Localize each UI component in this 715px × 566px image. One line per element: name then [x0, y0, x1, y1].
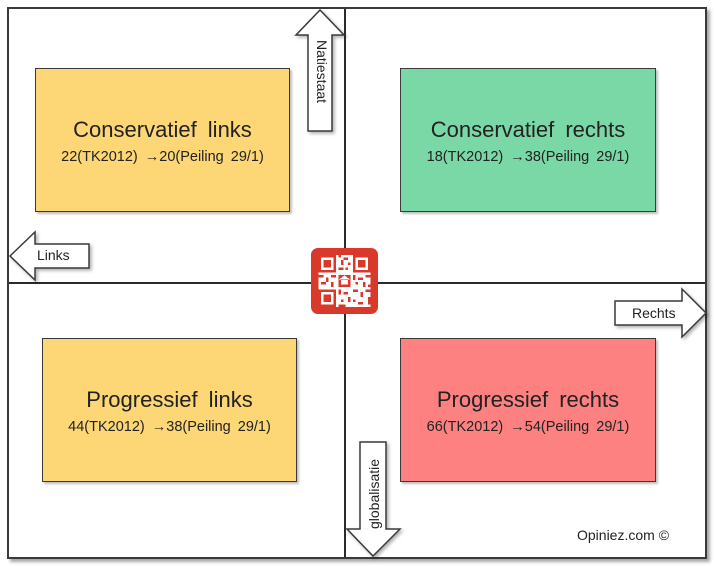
quadrant-title: Progressief rechts: [436, 387, 620, 412]
quadrant-progressive-right: Progressief rechts 66(TK2012) →54(Peilin…: [400, 338, 656, 482]
quadrant-stats: 44(TK2012) →38(Peiling 29/1): [68, 419, 271, 435]
arrow-left-label: Links: [37, 247, 70, 263]
arrow-down-label: globalisatie: [366, 458, 382, 529]
qr-code-icon: [311, 248, 378, 314]
quadrant-title: Progressief links: [86, 387, 253, 412]
quadrant-conservative-left: Conservatief links 22(TK2012) →20(Peilin…: [35, 68, 290, 212]
arrow-up-icon: [294, 8, 346, 132]
arrow-right-label: Rechts: [632, 305, 676, 321]
quadrant-conservative-right: Conservatief rechts 18(TK2012) →38(Peili…: [400, 68, 656, 212]
credit-text: Opiniez.com ©: [577, 527, 670, 543]
quadrant-title: Conservatief rechts: [430, 117, 626, 142]
arrow-down-icon: [345, 441, 402, 558]
arrow-right-icon: [614, 287, 708, 339]
quadrant-stats: 18(TK2012) →38(Peiling 29/1): [426, 149, 630, 165]
quadrant-stats: 22(TK2012) →20(Peiling 29/1): [61, 149, 264, 165]
quadrant-stats: 66(TK2012) →54(Peiling 29/1): [426, 419, 630, 435]
quadrant-title: Conservatief links: [73, 117, 252, 142]
arrow-up-label: Natiestaat: [314, 40, 330, 104]
quadrant-progressive-left: Progressief links 44(TK2012) →38(Peiling…: [42, 338, 297, 482]
arrow-left-icon: [8, 230, 90, 282]
